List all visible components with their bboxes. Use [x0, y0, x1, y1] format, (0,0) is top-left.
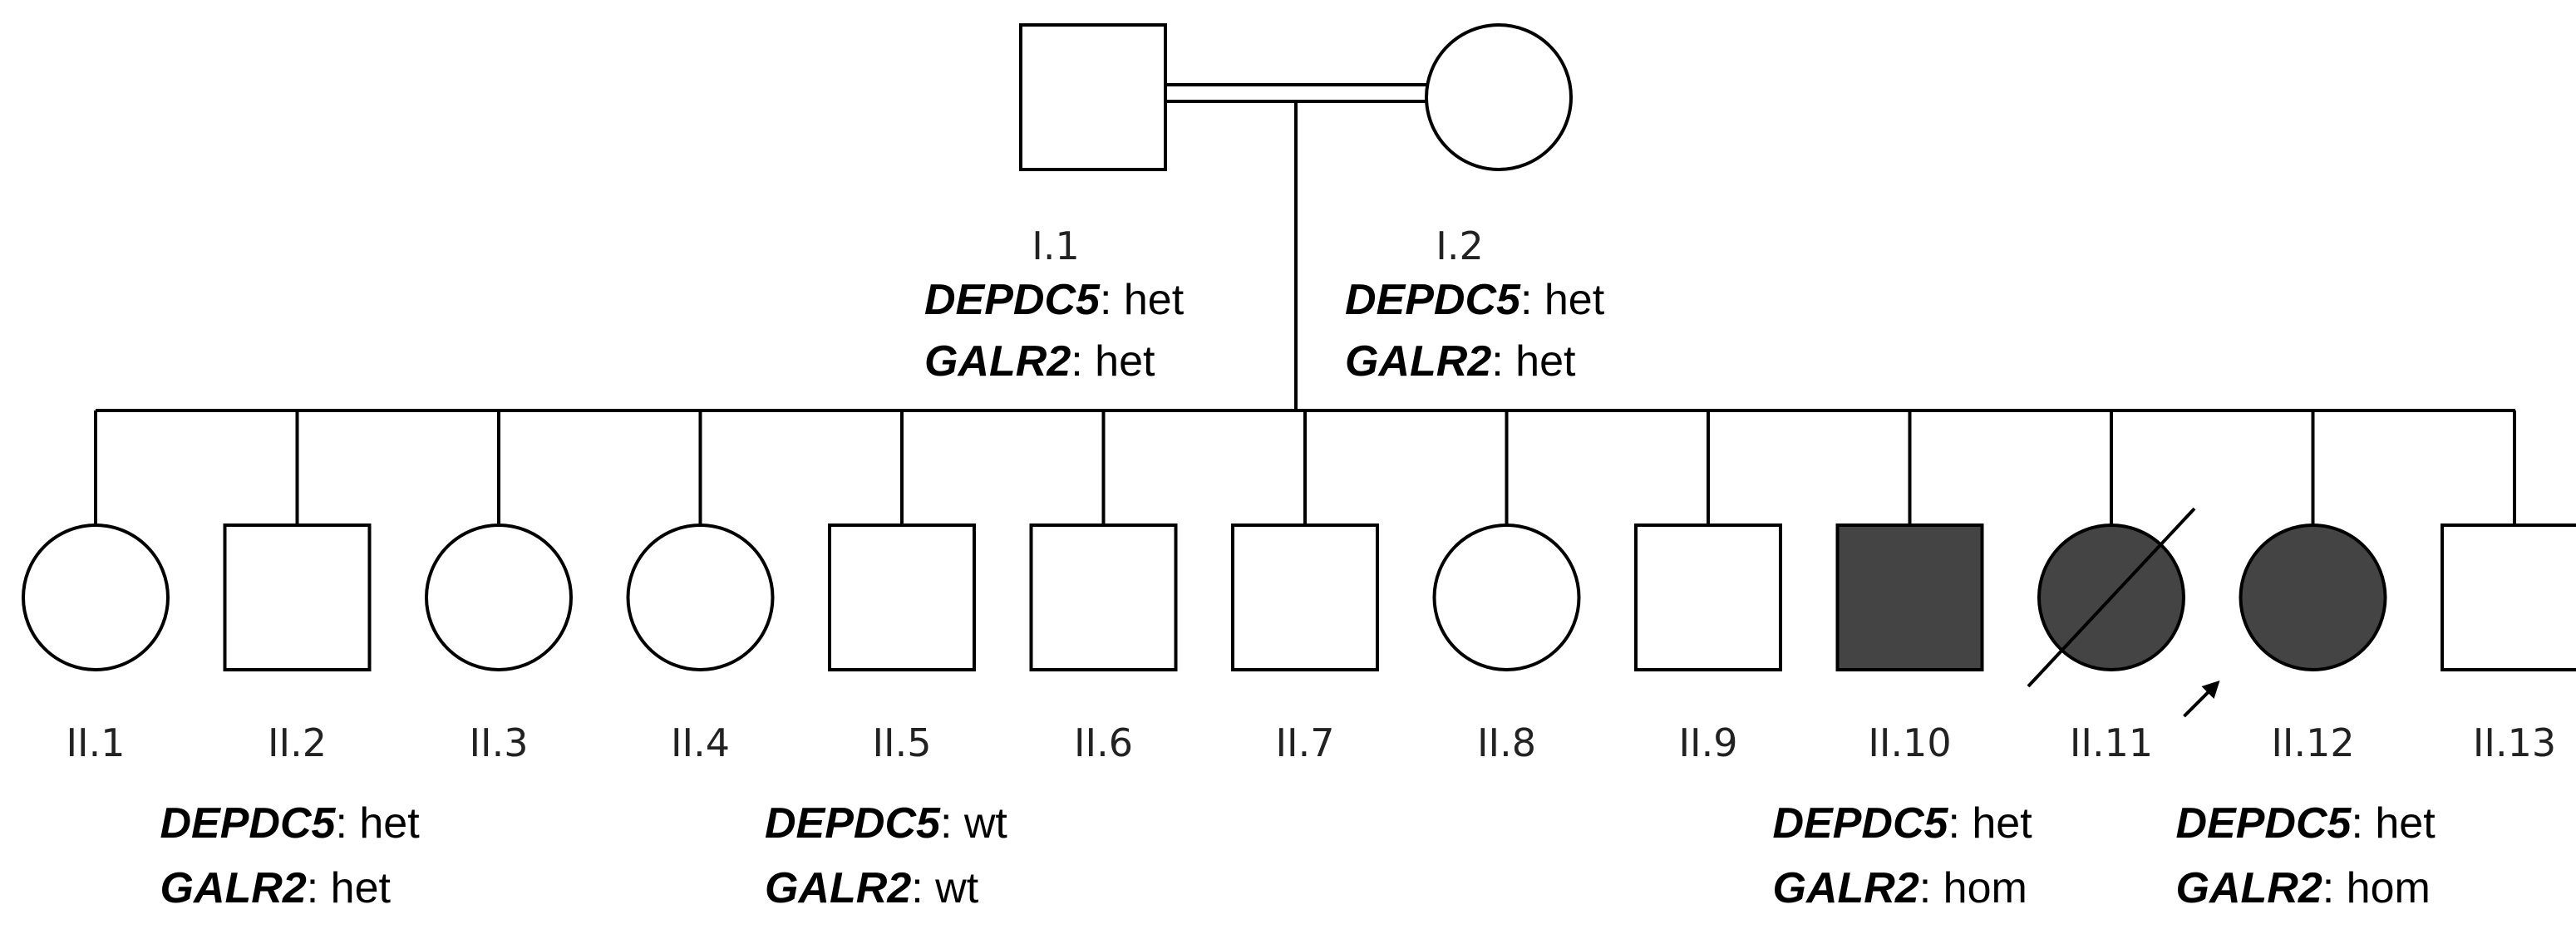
gene-name: GALR2 — [924, 337, 1071, 386]
id-label-II-13: II.13 — [2473, 720, 2556, 765]
id-label-I-2: I.2 — [1436, 224, 1483, 268]
individual-II-10-symbol — [1835, 523, 1984, 671]
genotype-value: : het — [307, 864, 392, 912]
gene-name: DEPDC5 — [160, 799, 337, 848]
gene-name: GALR2 — [2176, 864, 2322, 912]
genotype-value: : het — [1520, 276, 1605, 324]
id-label-II-11: II.11 — [2070, 720, 2153, 765]
gene-name: GALR2 — [1773, 864, 1919, 912]
id-label-II-8: II.8 — [1477, 720, 1536, 765]
individual-II-6-symbol — [1029, 523, 1178, 671]
genotype-value: : het — [335, 799, 420, 848]
genotype-II-5-galr2: GALR2: wt — [765, 864, 979, 912]
genotype-I-1-depdc5: DEPDC5: het — [924, 276, 1185, 324]
individual-II-1-symbol — [22, 523, 170, 671]
gene-name: GALR2 — [1345, 337, 1491, 386]
genotype-II-12-depdc5: DEPDC5: het — [2176, 799, 2436, 848]
individual-II-7-symbol — [1231, 523, 1379, 671]
individual-I-2-symbol — [1425, 23, 1573, 171]
genotype-I-2-galr2: GALR2: het — [1345, 337, 1576, 386]
id-label-II-10: II.10 — [1868, 720, 1951, 765]
gene-name: DEPDC5 — [1773, 799, 1949, 848]
individual-II-13-symbol — [2441, 523, 2576, 671]
genotype-value: : het — [1491, 337, 1576, 386]
genotype-II-2-galr2: GALR2: het — [160, 864, 392, 912]
id-label-II-5: II.5 — [872, 720, 931, 765]
genotype-II-12-galr2: GALR2: hom — [2176, 864, 2431, 912]
id-label-II-3: II.3 — [469, 720, 528, 765]
genotype-value: : het — [1948, 799, 2032, 848]
gene-name: GALR2 — [765, 864, 911, 912]
individual-I-1-symbol — [1019, 23, 1167, 171]
genotype-value: : wt — [911, 864, 978, 912]
genotype-II-10-depdc5: DEPDC5: het — [1773, 799, 2033, 848]
deceased-slash-II-11 — [2027, 507, 2196, 688]
genotype-I-2-depdc5: DEPDC5: het — [1345, 276, 1605, 324]
id-label-I-1: I.1 — [1032, 224, 1079, 268]
genotype-value: : het — [1100, 276, 1185, 324]
gene-name: DEPDC5 — [1345, 276, 1521, 324]
id-label-II-9: II.9 — [1678, 720, 1737, 765]
gene-name: DEPDC5 — [924, 276, 1101, 324]
genotype-I-1-galr2: GALR2: het — [924, 337, 1155, 386]
genotype-value: : hom — [2322, 864, 2431, 912]
genotype-II-2-depdc5: DEPDC5: het — [160, 799, 421, 848]
id-label-II-6: II.6 — [1074, 720, 1133, 765]
genotype-II-10-galr2: GALR2: hom — [1773, 864, 2027, 912]
individual-II-4-symbol — [626, 523, 775, 671]
genotype-value: : wt — [940, 799, 1007, 848]
individual-II-2-symbol — [223, 523, 372, 671]
id-label-II-12: II.12 — [2271, 720, 2354, 765]
generation-1: I.1 DEPDC5: het GALR2: het I.2 DEPDC5: h… — [924, 23, 1605, 410]
individual-II-12-symbol — [2239, 523, 2387, 671]
genotype-II-5-depdc5: DEPDC5: wt — [765, 799, 1007, 848]
id-label-II-2: II.2 — [268, 720, 327, 765]
individual-II-5-symbol — [828, 523, 976, 671]
genotype-value: : het — [1071, 337, 1155, 386]
id-label-II-4: II.4 — [671, 720, 730, 765]
proband-arrow-head — [2201, 681, 2220, 699]
genotype-value: : hom — [1919, 864, 2027, 912]
individual-II-9-symbol — [1634, 523, 1782, 671]
gene-name: DEPDC5 — [765, 799, 941, 848]
individual-II-8-symbol — [1432, 523, 1581, 671]
gene-name: DEPDC5 — [2176, 799, 2352, 848]
individual-II-3-symbol — [425, 523, 573, 671]
id-label-II-7: II.7 — [1275, 720, 1334, 765]
id-label-II-1: II.1 — [66, 720, 125, 765]
genotype-value: : het — [2351, 799, 2436, 848]
gene-name: GALR2 — [160, 864, 307, 912]
